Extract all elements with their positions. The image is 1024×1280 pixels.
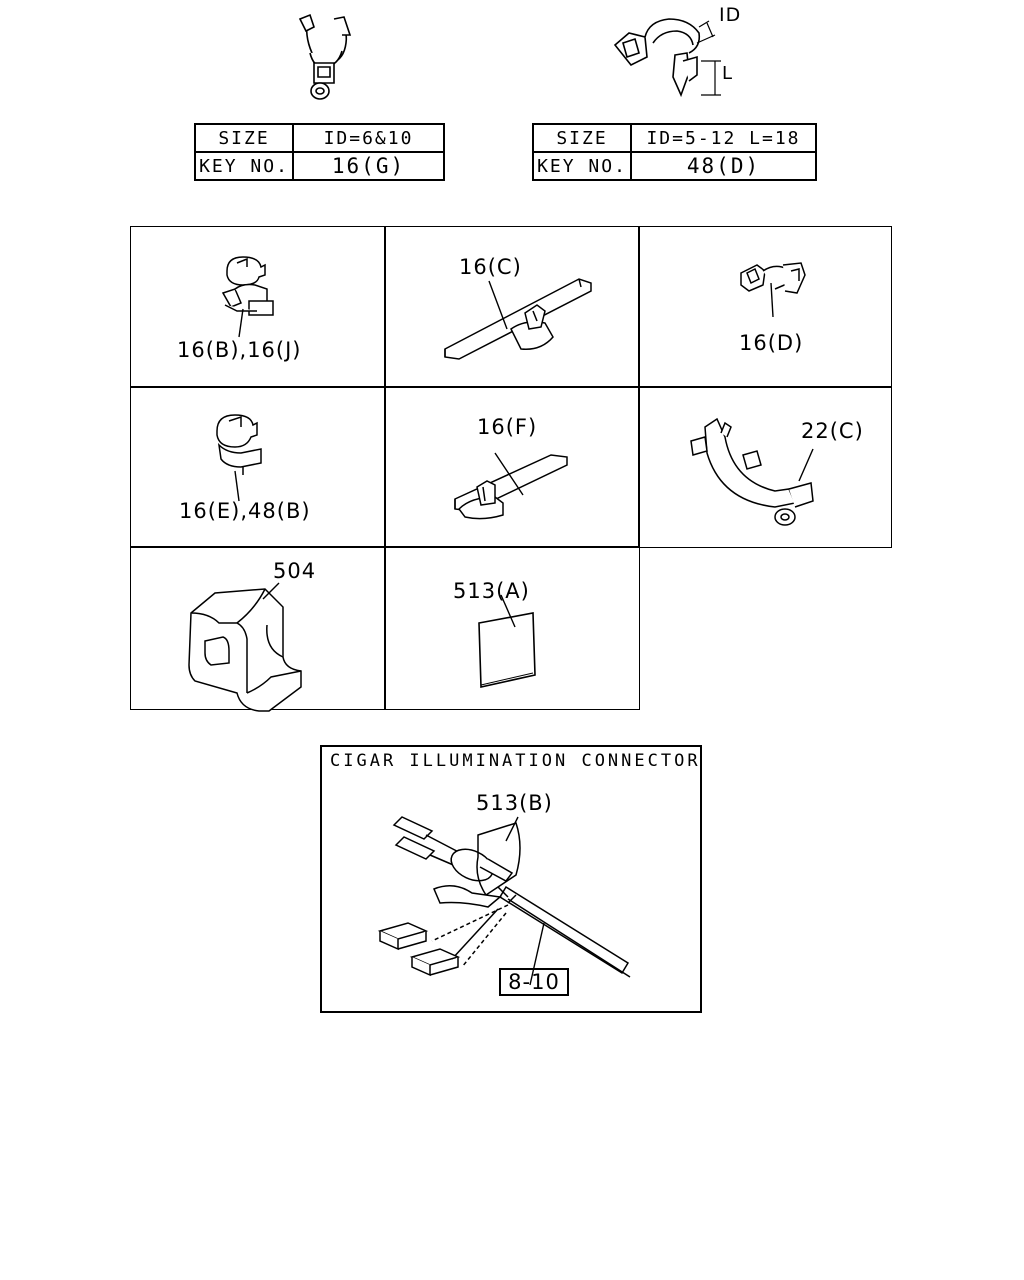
part-504-drawing — [185, 579, 315, 709]
cigar-harness-drawing — [322, 777, 702, 1007]
key-value: 48(D) — [630, 151, 817, 181]
part-label: 22(C) — [801, 419, 864, 443]
clip-22c-drawing — [685, 407, 835, 537]
grid-cell-16f: 16(F) — [384, 386, 640, 548]
leader-line — [497, 595, 527, 635]
leader-line — [231, 471, 261, 511]
clip-16f-drawing — [451, 451, 581, 541]
clip-48d-drawing — [605, 3, 755, 113]
grid-cell-16b-16j: 16(B),16(J) — [130, 226, 386, 388]
key-value: 16(G) — [292, 151, 445, 181]
leader-line — [259, 583, 289, 623]
leader-line — [481, 281, 521, 341]
spec-table-48d: SIZE ID=5-12 L=18 KEY NO. 48(D) — [532, 123, 817, 181]
spec-table-16g: SIZE ID=6&10 KEY NO. 16(G) — [194, 123, 445, 181]
part-label: 16(D) — [739, 331, 804, 355]
size-label: SIZE — [532, 123, 632, 153]
size-label: SIZE — [194, 123, 294, 153]
tape-513a-drawing — [475, 607, 545, 687]
grid-cell-16e-48b: 16(E),48(B) — [130, 386, 386, 548]
clip-16e-drawing — [207, 407, 277, 487]
part-label: 16(F) — [477, 415, 538, 439]
grid-cell-16d: 16(D) — [638, 226, 892, 388]
clip-16c-drawing — [441, 271, 601, 381]
part-label: 16(C) — [459, 255, 522, 279]
grid-cell-513a: 513(A) — [384, 546, 640, 710]
key-label: KEY NO. — [194, 151, 294, 181]
reference-box: 8-10 — [499, 968, 569, 996]
clip-16b-drawing — [213, 249, 293, 349]
leader-line — [767, 283, 787, 323]
leader-line — [793, 449, 823, 489]
parts-grid: 16(B),16(J) 16(C) — [130, 226, 892, 710]
size-value: ID=5-12 L=18 — [630, 123, 817, 153]
leader-line — [235, 309, 265, 339]
cigar-connector-panel: CIGAR ILLUMINATION CONNECTOR — [320, 745, 702, 1013]
part-label: 16(B),16(J) — [177, 338, 302, 362]
part-label: 16(E),48(B) — [179, 499, 311, 523]
part-label-513b: 513(B) — [476, 791, 553, 815]
panel-title: CIGAR ILLUMINATION CONNECTOR — [330, 751, 701, 771]
grid-cell-22c: 22(C) — [638, 386, 892, 548]
grid-cell-504: 504 — [130, 546, 386, 710]
dim-id-label: ID — [719, 4, 742, 26]
part-label: 504 — [273, 559, 317, 583]
leader-line — [491, 453, 531, 503]
clip-16g-drawing — [280, 5, 400, 115]
key-label: KEY NO. — [532, 151, 632, 181]
clip-16d-drawing — [735, 259, 815, 309]
size-value: ID=6&10 — [292, 123, 445, 153]
part-label: 513(A) — [453, 579, 530, 603]
grid-cell-16c: 16(C) — [384, 226, 640, 388]
dim-l-label: L — [722, 63, 734, 84]
